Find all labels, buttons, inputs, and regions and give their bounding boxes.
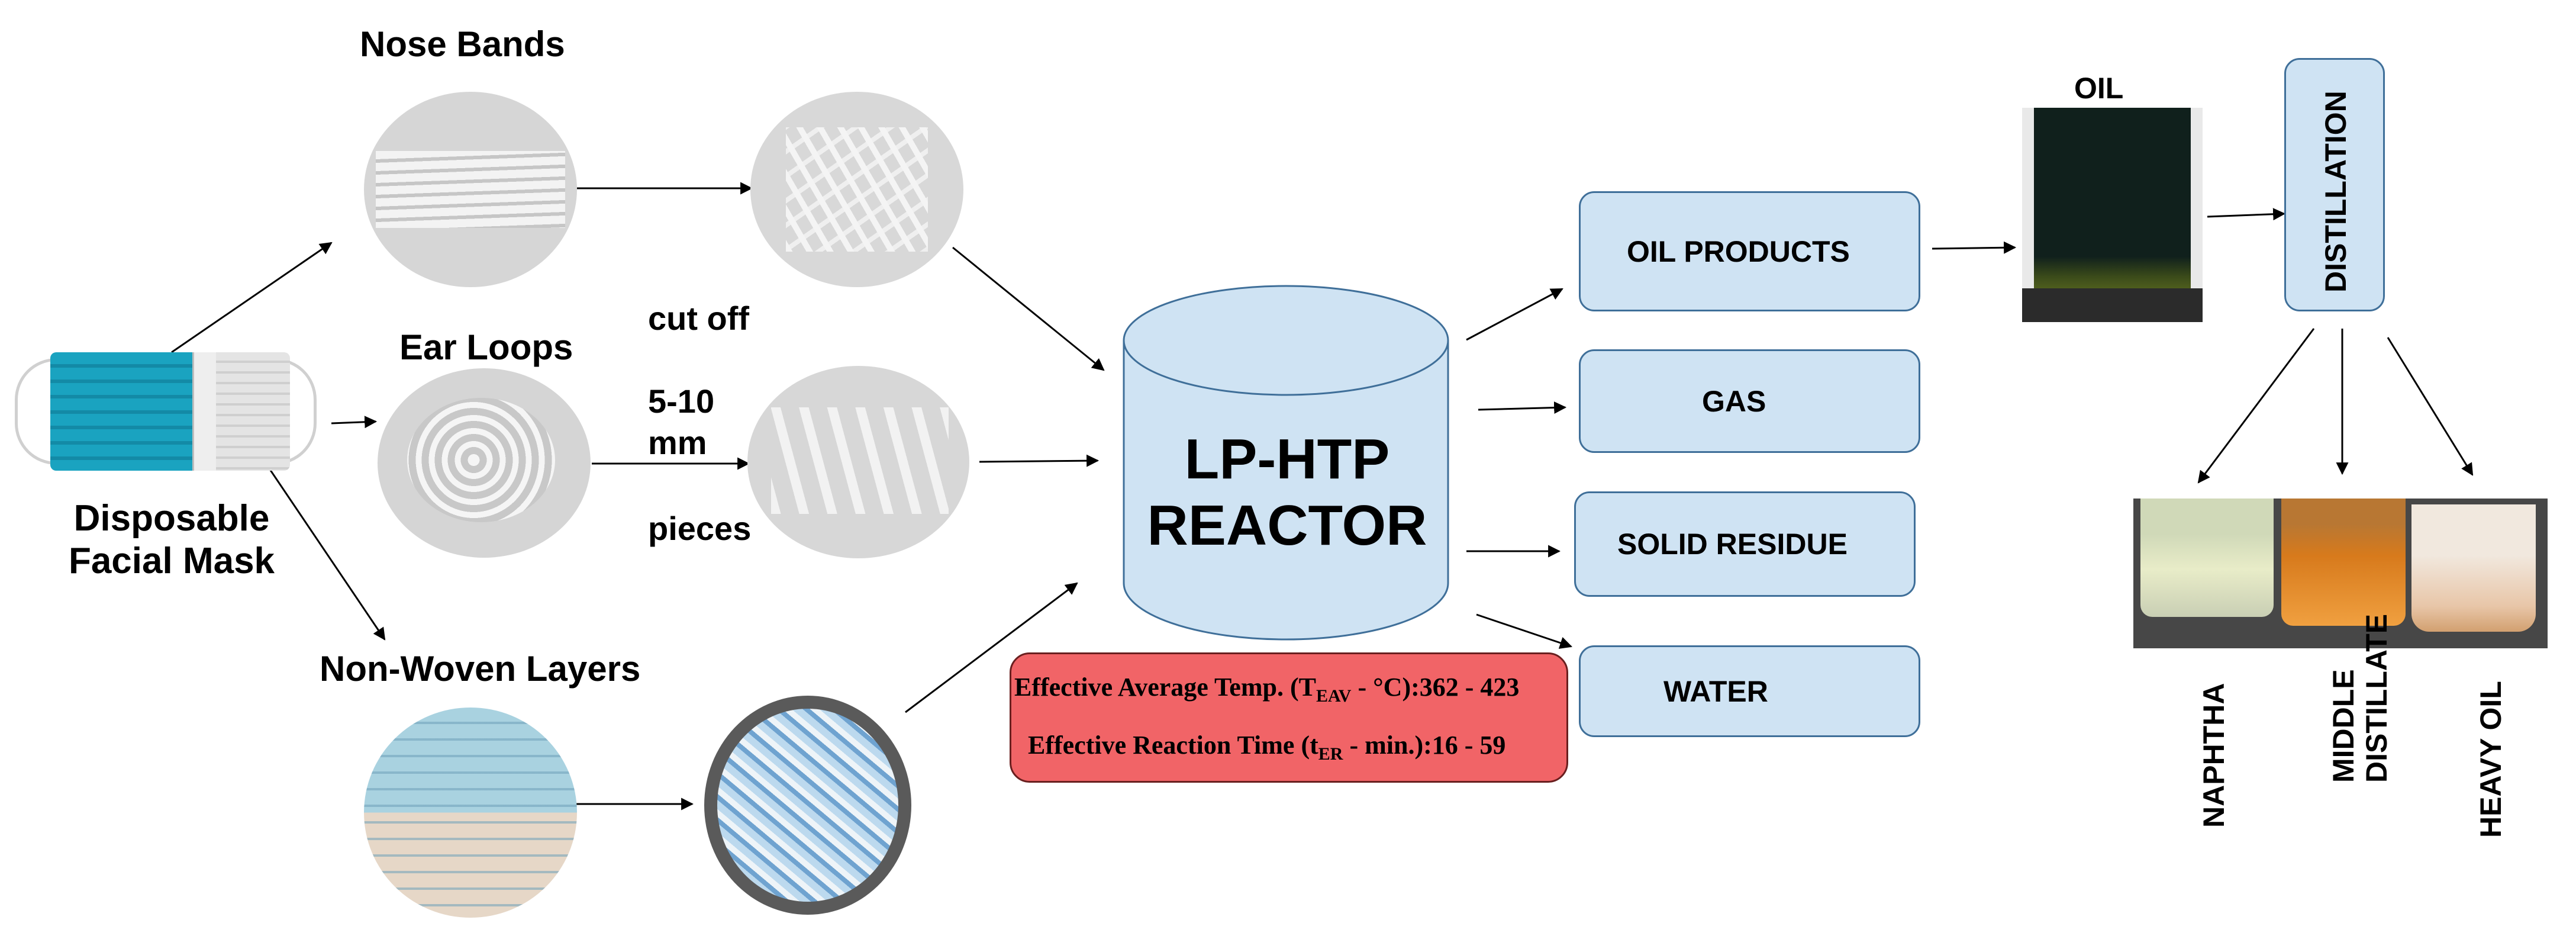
effective-average-temp: Effective Average Temp. (TEAV - °C):362 … [1014,673,1520,706]
arrow-distillation-to-naphtha [2197,328,2315,484]
gas-box: GAS [1579,349,1920,453]
mask-image [15,349,317,474]
distillation-label: DISTILLATION [2319,91,2352,292]
heavy-oil-label: HEAVY OIL [2474,681,2507,838]
oil-products-label: OIL PRODUCTS [1627,234,1850,268]
nose-bands-cut-image [750,92,963,287]
arrow-reactor-to-water [1476,613,1572,649]
ear-loops-label: Ear Loops [399,327,573,367]
arrow-ear-to-reactor [979,454,1100,467]
non-woven-image [364,708,577,918]
mask-label: Disposable Facial Mask [68,498,275,581]
solid-residue-label: SOLID RESIDUE [1617,528,1848,561]
arrow-mask-to-ear [331,416,378,429]
non-woven-label: Non-Woven Layers [320,649,641,689]
oil-image [2022,108,2203,322]
oil-products-box: OIL PRODUCTS [1579,191,1920,311]
ear-loops-image [378,368,591,558]
ear-loops-cut-image [747,366,969,558]
arrow-reactor-to-gas [1478,401,1567,414]
reaction-conditions-box: Effective Average Temp. (TEAV - °C):362 … [1010,652,1568,783]
arrow-oil-to-distillation [2207,208,2286,221]
effective-reaction-time: Effective Reaction Time (tER - min.):16 … [1028,731,1506,764]
nose-bands-label: Nose Bands [360,24,565,64]
cut-note-line1: cut off [648,300,750,337]
reactor-label: LP-HTP REACTOR [1147,427,1427,557]
cut-note-line2: 5-10 [648,382,715,420]
nose-bands-image [364,92,577,287]
arrow-nonwoven-to-reactor [905,582,1078,713]
gas-label: GAS [1702,384,1766,418]
water-box: WATER [1579,645,1920,737]
naphtha-label: NAPHTHA [2197,683,2230,828]
arrow-mask-to-nose [171,242,333,353]
middle-distillate-label: MIDDLE DISTILLATE [2327,613,2393,783]
cut-note-line4: pieces [648,510,752,547]
oil-label: OIL [2074,72,2124,105]
cut-note-line3: mm [648,424,707,461]
fractions-image [2133,499,2548,648]
non-woven-cut-image [704,696,911,915]
arrow-reactor-to-oil [1466,288,1563,341]
water-label: WATER [1663,674,1768,708]
reactor-cylinder [1123,285,1449,641]
distillation-box [2284,58,2385,311]
arrow-distillation-to-heavy [2387,337,2474,476]
arrow-nose-to-reactor [952,246,1105,371]
solid-residue-box: SOLID RESIDUE [1574,491,1916,597]
arrow-oilproducts-to-oil [1932,241,2017,254]
